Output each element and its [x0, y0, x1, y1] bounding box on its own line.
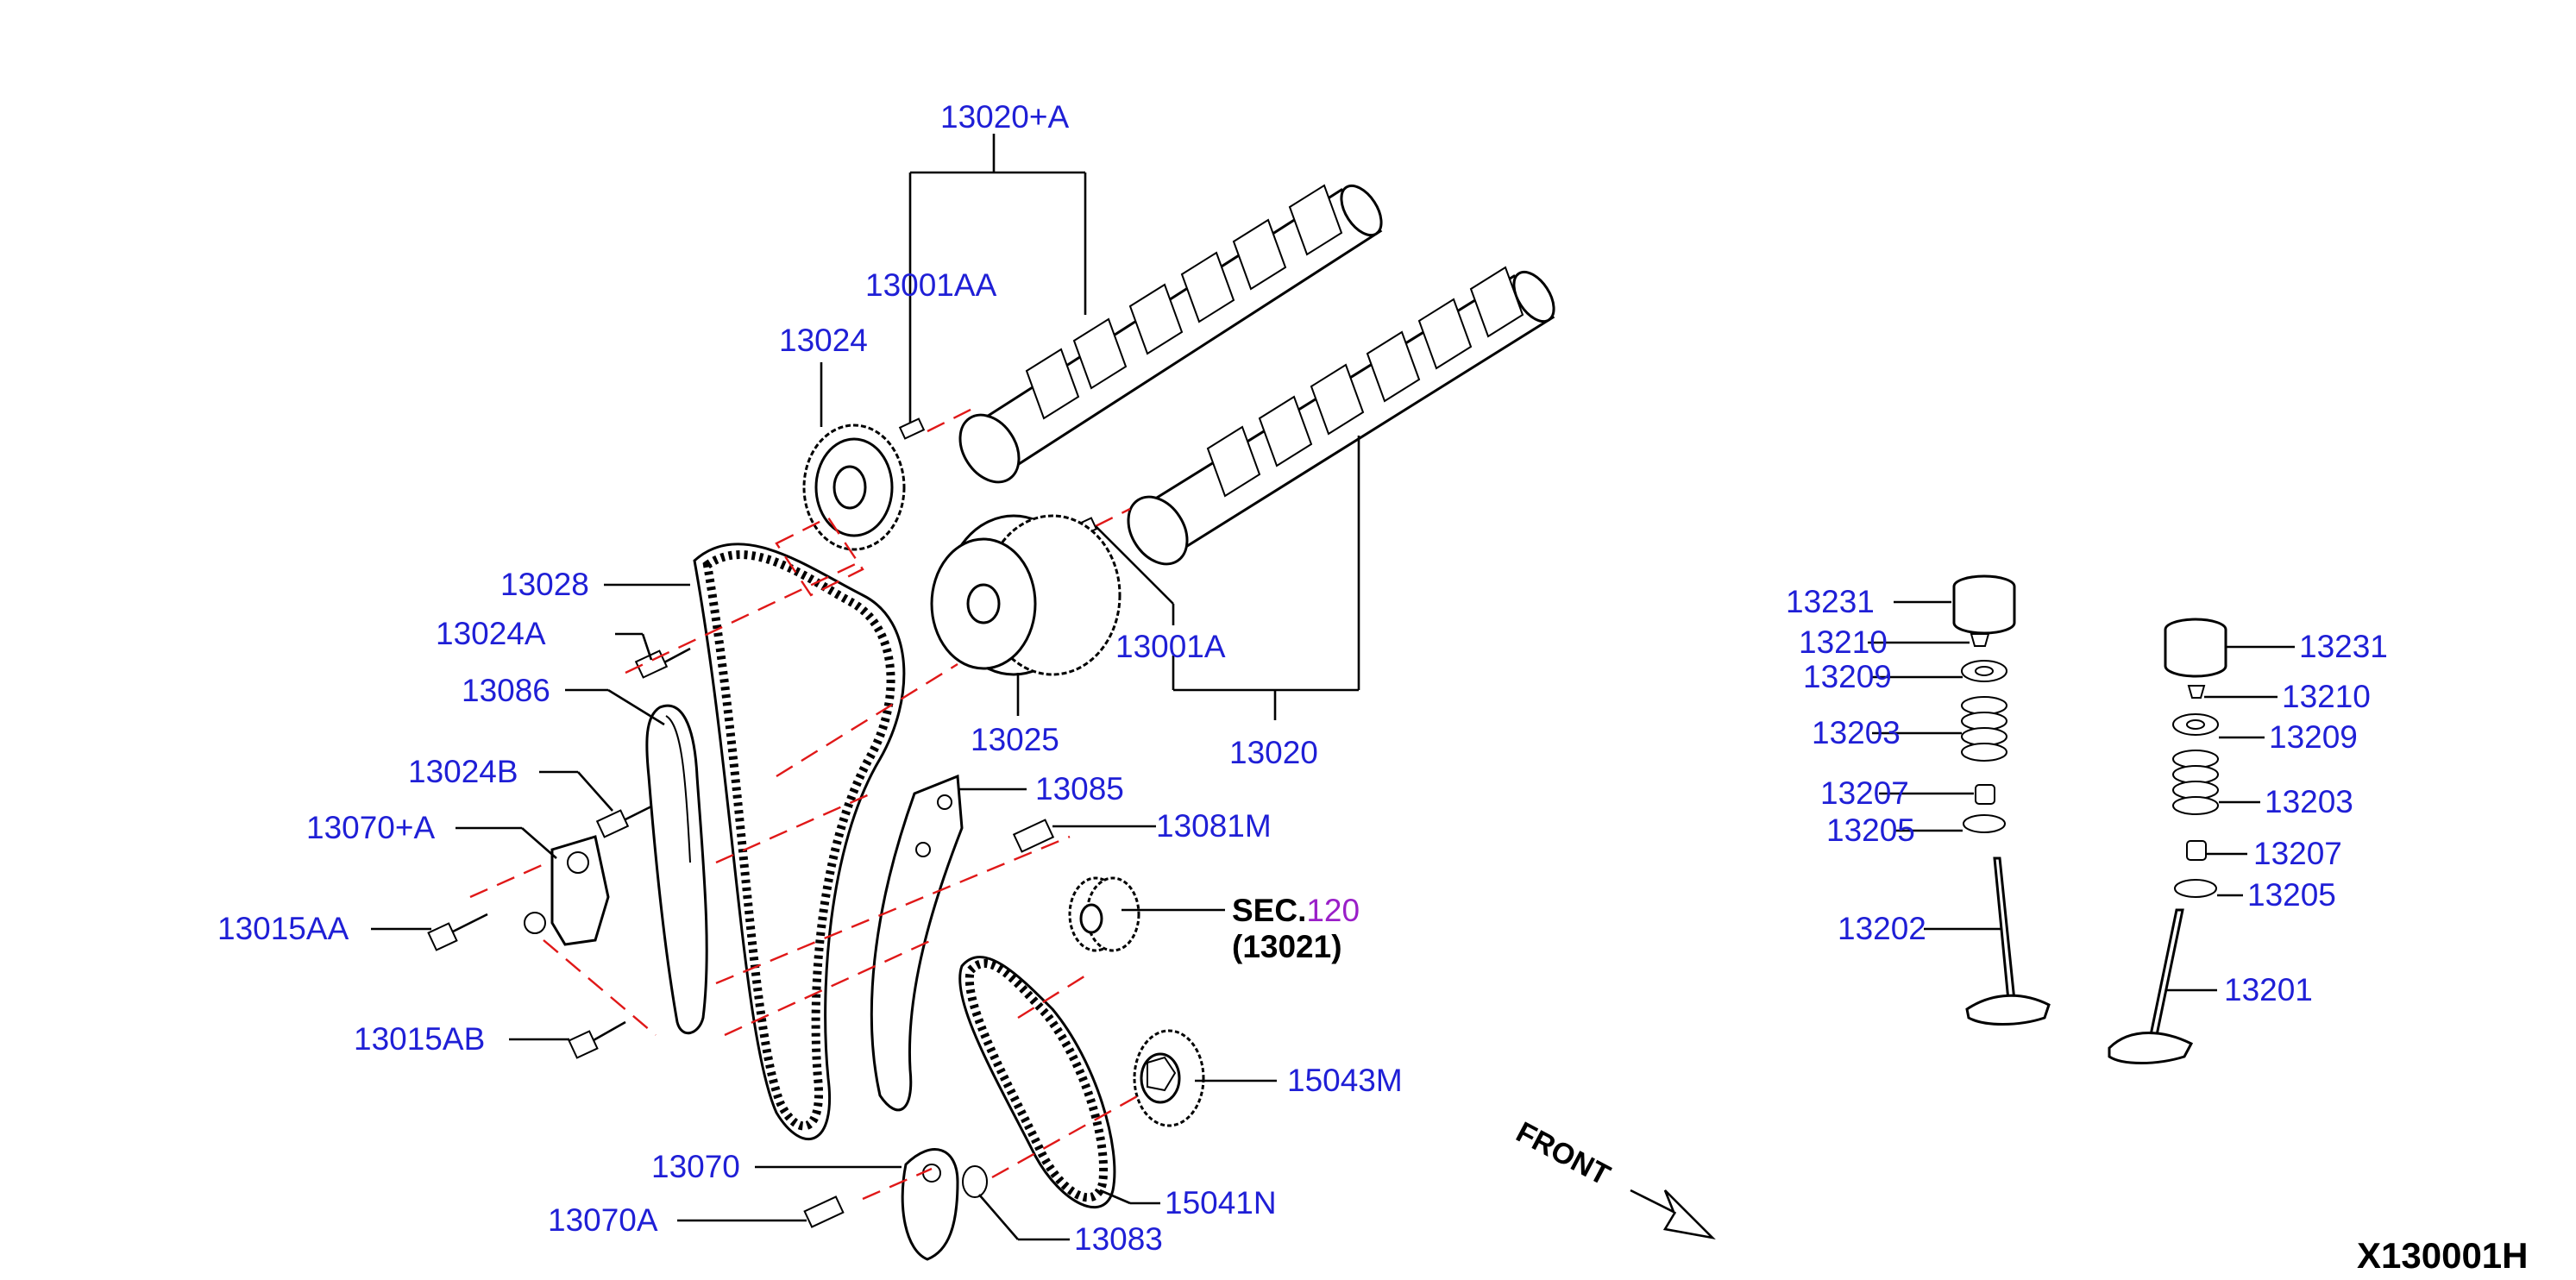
pin-13081M[interactable]: [1012, 819, 1055, 853]
label-13083: 13083: [1074, 1221, 1163, 1257]
slack-guide-13085[interactable]: [870, 774, 964, 1112]
seat-13205-left[interactable]: [1963, 814, 2006, 833]
label-13209-left: 13209: [1803, 659, 1892, 694]
lower-camshaft[interactable]: [1116, 265, 1562, 574]
chain-tensioner-13070A-plus[interactable]: [524, 835, 610, 946]
label-13231-left: 13231: [1786, 584, 1875, 619]
leader-lines: [371, 134, 2295, 1241]
valve-13202[interactable]: [1965, 856, 2051, 1026]
cam-sprocket-13024[interactable]: [802, 424, 906, 551]
lifter-13231-right[interactable]: [2164, 618, 2227, 678]
label-13020A: 13020+A: [940, 99, 1069, 135]
retainer-13209-right[interactable]: [2172, 713, 2219, 736]
label-13070A-plus: 13070+A: [306, 810, 435, 845]
label-15043M: 15043M: [1287, 1063, 1403, 1098]
label-13081M: 13081M: [1156, 808, 1272, 844]
diagram-code: X130001H: [2357, 1235, 2529, 1276]
label-13001AA: 13001AA: [865, 267, 997, 303]
label-13210-right: 13210: [2282, 679, 2371, 714]
seat-13205-right[interactable]: [2174, 879, 2217, 898]
label-sec-ref-sub: (13021): [1232, 929, 1342, 964]
label-13201: 13201: [2224, 972, 2313, 1007]
label-13086: 13086: [462, 673, 550, 708]
label-13205-left: 13205: [1826, 813, 1915, 848]
label-13015AB: 13015AB: [354, 1021, 485, 1057]
seal-13207-right[interactable]: [2186, 840, 2207, 861]
label-13028: 13028: [500, 567, 589, 602]
bolt-13015AA[interactable]: [427, 913, 488, 951]
spring-13203-right[interactable]: [2172, 750, 2219, 815]
lifter-13231-left[interactable]: [1952, 574, 2016, 635]
valve-train-right: [2108, 618, 2227, 1064]
bolt-13015AB[interactable]: [568, 1020, 626, 1059]
label-13024: 13024: [779, 323, 868, 358]
tensioner-13070[interactable]: [901, 1148, 959, 1261]
label-13001A: 13001A: [1115, 629, 1226, 664]
alignment-lines: [469, 404, 1140, 1201]
label-13025: 13025: [971, 722, 1059, 757]
label-13231-right: 13231: [2299, 629, 2388, 664]
valve-13201[interactable]: [2108, 908, 2194, 1064]
dowel-pin-13001AA[interactable]: [898, 417, 926, 440]
bolt-13024A[interactable]: [634, 647, 691, 679]
label-13207-left: 13207: [1820, 775, 1909, 811]
seal-13207-left[interactable]: [1975, 784, 1995, 805]
chain-guide-13086[interactable]: [645, 704, 708, 1034]
bolt-13083[interactable]: [962, 1165, 988, 1198]
label-13070: 13070: [651, 1149, 740, 1184]
upper-camshaft[interactable]: [948, 179, 1390, 493]
part-labels: 13020+A 13001AA 13024 13028 13024A 13086…: [217, 99, 2388, 1257]
label-13203-left: 13203: [1812, 715, 1901, 750]
label-13085: 13085: [1035, 771, 1124, 806]
label-13202: 13202: [1838, 911, 1926, 946]
retainer-13209-left[interactable]: [1961, 660, 2007, 682]
label-13209-right: 13209: [2269, 719, 2358, 755]
label-13015AA: 13015AA: [217, 911, 349, 946]
label-15041N: 15041N: [1165, 1185, 1277, 1220]
valve-train-left: [1952, 574, 2051, 1026]
label-13024B: 13024B: [408, 754, 518, 789]
keeper-13210-left[interactable]: [1970, 633, 1990, 647]
label-13070A: 13070A: [548, 1202, 658, 1238]
keeper-13210-right[interactable]: [2187, 685, 2206, 699]
spring-13203-left[interactable]: [1961, 696, 2007, 762]
label-13024A: 13024A: [436, 616, 546, 651]
pin-13070A[interactable]: [803, 1195, 845, 1228]
front-direction-arrow: FRONT: [1511, 1116, 1716, 1240]
label-13210-left: 13210: [1799, 624, 1888, 660]
crank-sprocket-sec120[interactable]: [1068, 876, 1140, 952]
label-13205-right: 13205: [2247, 877, 2336, 913]
oil-pump-sprocket-15043M[interactable]: [1133, 1029, 1205, 1127]
oil-pump-chain-15041N[interactable]: [958, 956, 1116, 1208]
timing-chain-13028[interactable]: [693, 543, 906, 1140]
label-13203-right: 13203: [2265, 784, 2353, 819]
label-13207-right: 13207: [2253, 836, 2342, 871]
cam-sprocket-13025[interactable]: [930, 514, 1122, 676]
front-label: FRONT: [1511, 1116, 1615, 1193]
bolt-13024B[interactable]: [595, 805, 652, 838]
label-13020: 13020: [1229, 735, 1318, 770]
label-sec-ref: SEC.120: [1232, 893, 1360, 928]
